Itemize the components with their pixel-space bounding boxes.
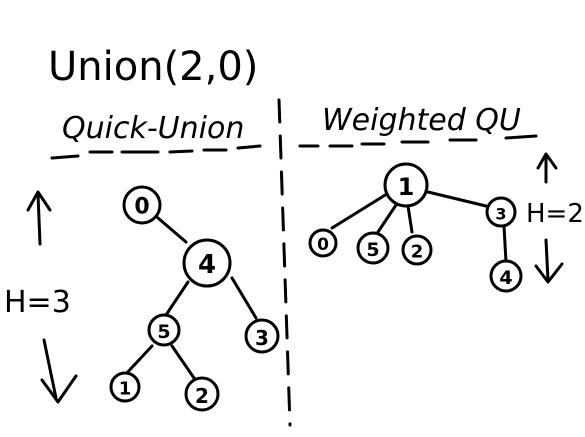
qu-node-4-label: 4: [198, 250, 216, 280]
wqu-node-4: 4: [489, 259, 523, 293]
wqu-node-1-label: 1: [398, 173, 415, 201]
qu-node-4: 4: [182, 238, 232, 288]
qu-node-2: 2: [184, 376, 220, 412]
wqu-node-0: 0: [308, 228, 338, 258]
right-heading: Weighted QU: [322, 103, 521, 138]
wqu-node-3: 3: [485, 196, 517, 228]
right-height-label: H=2: [526, 199, 584, 229]
right-height-indicator: [534, 152, 564, 284]
section-divider: [277, 98, 292, 427]
qu-node-1: 1: [109, 371, 141, 403]
qu-node-0: 0: [122, 185, 162, 225]
left-heading-underline: [50, 144, 262, 160]
quick-union-edges: [122, 216, 258, 380]
wqu-node-0-label: 0: [317, 235, 329, 255]
qu-node-5: 5: [147, 313, 181, 347]
qu-node-3: 3: [244, 318, 280, 354]
weighted-qu-edges: [330, 190, 508, 264]
qu-node-5-label: 5: [157, 321, 170, 343]
qu-node-2-label: 2: [195, 384, 209, 408]
wqu-node-5: 5: [356, 231, 390, 265]
right-heading-underline: [298, 134, 538, 148]
qu-node-1-label: 1: [119, 379, 132, 400]
left-heading: Quick-Union: [62, 111, 244, 146]
wqu-node-3-label: 3: [495, 205, 506, 224]
title: Union(2,0): [48, 44, 258, 90]
wqu-node-1: 1: [383, 162, 429, 208]
qu-node-0-label: 0: [134, 195, 149, 220]
left-height-indicator: [26, 190, 78, 404]
wqu-node-4-label: 4: [499, 267, 512, 289]
wqu-node-5-label: 5: [366, 239, 379, 261]
qu-node-3-label: 3: [255, 326, 269, 350]
wqu-node-2-label: 2: [411, 242, 424, 263]
wqu-node-2: 2: [401, 234, 433, 266]
left-height-label: H=3: [4, 285, 71, 320]
